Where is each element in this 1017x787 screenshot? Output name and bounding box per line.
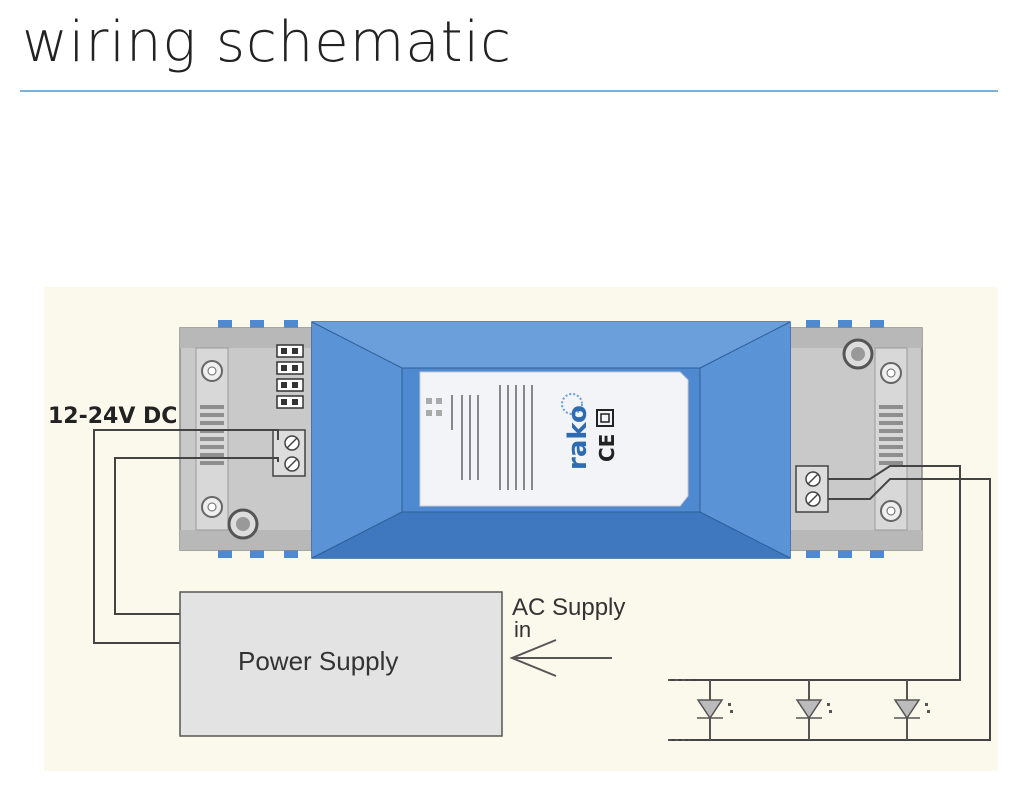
power-supply-box: [179, 591, 503, 737]
double-insulation-icon: [596, 409, 614, 427]
led-diode-icon: [696, 699, 921, 720]
product-label: rako CE: [419, 371, 689, 507]
title-underline: [20, 90, 998, 92]
right-terminal-block: [789, 327, 923, 551]
ce-mark: CE: [595, 434, 619, 462]
brand-logo: rako: [563, 405, 593, 470]
ac-supply-label: AC Supply: [512, 594, 625, 621]
arrow-left-icon: [509, 639, 612, 677]
right-tabs: [806, 320, 884, 558]
left-top-tabs: [218, 320, 298, 558]
output-wires: [668, 465, 991, 741]
dc-wires: [93, 429, 279, 644]
output-screw-terminal-icon: [795, 465, 829, 513]
page-title: wiring schematic: [22, 10, 512, 75]
dc-screw-terminal-icon: [272, 429, 306, 477]
left-terminal-block: [179, 327, 313, 551]
ac-supply-in-label: in: [514, 617, 531, 642]
led-string: [668, 679, 930, 741]
power-supply-label: Power Supply: [238, 646, 398, 676]
dc-voltage-label: 12-24V DC: [48, 404, 177, 429]
